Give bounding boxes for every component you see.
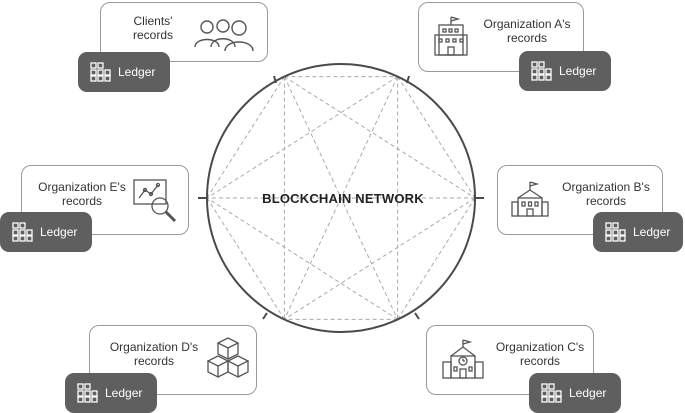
ledger-button[interactable]: Ledger (519, 51, 611, 91)
mesh-link (206, 76, 398, 199)
ledger-button[interactable]: Ledger (65, 373, 157, 413)
clock-building-icon (442, 339, 484, 379)
mesh-link (397, 197, 476, 320)
ledger-blocks-icon (12, 222, 33, 242)
card-label: Organization E's records (38, 180, 126, 208)
users-icon (194, 19, 254, 52)
school-building-icon (511, 181, 549, 217)
analytics-search-icon (133, 179, 177, 223)
ledger-blocks-icon (90, 62, 111, 82)
ledger-label: Ledger (559, 64, 597, 78)
ledger-blocks-icon (531, 61, 552, 81)
ledger-button[interactable]: Ledger (0, 212, 92, 252)
network-ticks (198, 75, 484, 320)
ledger-blocks-icon (605, 222, 626, 242)
ledger-button[interactable]: Ledger (593, 212, 683, 252)
ledger-button[interactable]: Ledger (78, 52, 170, 92)
ledger-label: Ledger (118, 65, 156, 79)
card-label: Organization B's records (562, 180, 650, 208)
card-label: Organization A's records (483, 17, 571, 45)
ledger-blocks-icon (541, 383, 562, 403)
network-title: BLOCKCHAIN NETWORK (262, 191, 424, 206)
mesh-link (397, 76, 476, 199)
mesh-link (206, 197, 398, 320)
network-mesh (206, 76, 476, 320)
ledger-label: Ledger (105, 386, 143, 400)
network-circle (206, 63, 476, 333)
card-label: Organization D's records (109, 340, 199, 368)
ledger-label: Ledger (40, 225, 78, 239)
boxes-icon (206, 337, 250, 379)
ledger-label: Ledger (569, 386, 607, 400)
mesh-link (206, 76, 285, 199)
mesh-link (206, 197, 285, 320)
ledger-label: Ledger (633, 225, 671, 239)
ledger-button[interactable]: Ledger (529, 373, 621, 413)
org-c-records-card: Organization C's records (426, 325, 594, 395)
office-building-icon (434, 16, 468, 56)
mesh-link (284, 76, 476, 199)
card-label: Clients' records (132, 14, 173, 42)
card-label: Organization C's records (495, 340, 585, 368)
ledger-blocks-icon (77, 383, 98, 403)
mesh-link (284, 197, 476, 320)
